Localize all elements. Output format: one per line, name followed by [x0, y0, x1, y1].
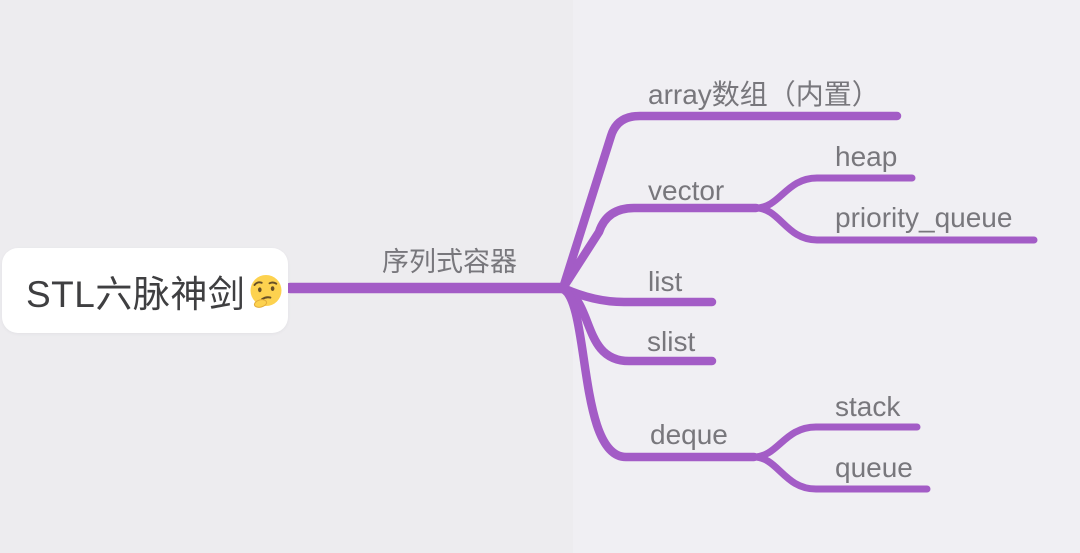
node-label-heap: heap — [835, 141, 898, 172]
edge-branch-to-list — [558, 283, 717, 307]
edge-branch-to-deque — [558, 284, 759, 462]
edge-vector-to-priority-queue — [752, 204, 1038, 244]
node-label-slist: slist — [647, 326, 696, 357]
node-label-array: array数组（内置） — [648, 79, 880, 110]
node-label-vector: vector — [648, 175, 725, 206]
thinking-face-emoji — [250, 274, 282, 308]
node-label-queue: queue — [835, 452, 913, 483]
node-label-list: list — [648, 266, 683, 297]
branch-label-sequential-containers: 序列式容器 — [382, 247, 517, 277]
edge-deque-to-queue — [750, 453, 931, 493]
edge-branch-to-array — [558, 111, 902, 293]
edge-branch-to-vector — [558, 203, 761, 293]
root-node-label: STL六脉神剑 — [26, 273, 246, 315]
node-label-deque: deque — [650, 419, 728, 450]
node-label-stack: stack — [835, 391, 901, 422]
node-label-priority-queue: priority_queue — [835, 202, 1013, 233]
root-node: STL六脉神剑 — [2, 248, 288, 333]
